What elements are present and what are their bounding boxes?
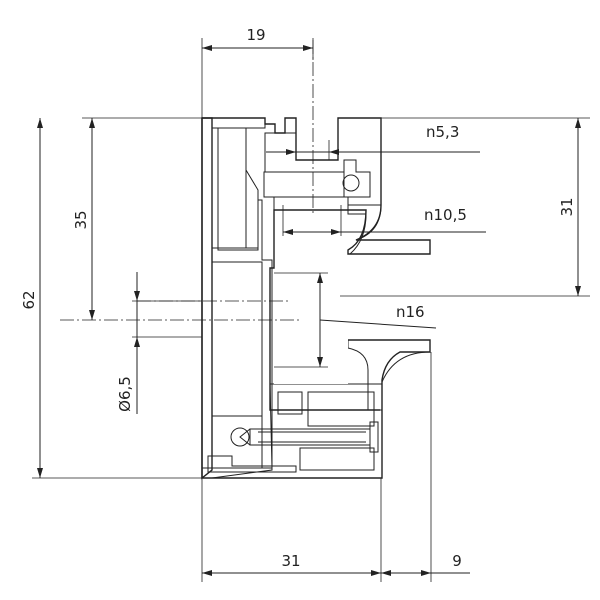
bottom-channel — [207, 455, 297, 473]
middle-cavity — [211, 261, 263, 417]
dim-total-height-label: 62 — [20, 290, 38, 309]
lower-lip-hatch — [347, 339, 431, 411]
screw — [230, 421, 379, 453]
top-slot-hatch — [264, 117, 382, 206]
dim-top-width-label: 19 — [246, 26, 265, 44]
dim-groove-width-label: n10,5 — [424, 206, 467, 224]
screw-shank — [249, 428, 371, 446]
dim-channel-width: n16 — [274, 272, 437, 368]
upper-cavity — [211, 127, 247, 249]
dim-top-width: 19 — [201, 26, 314, 118]
dim-center-height: 35 — [72, 117, 202, 320]
middle-channel — [274, 270, 348, 384]
profile-section — [201, 117, 431, 480]
dim-slot-width-label: n5,3 — [426, 123, 459, 141]
dim-right-height: 31 — [340, 117, 590, 297]
bottom-cavity-lower — [299, 447, 375, 471]
dim-base-width-label: 31 — [281, 552, 300, 570]
screw-channel-top — [342, 174, 360, 192]
dim-lip-width: 9 — [381, 352, 470, 582]
dim-hole-diameter: Ø6,5 — [116, 272, 202, 414]
bottom-cavity-right — [307, 391, 375, 427]
dim-total-height: 62 — [20, 118, 202, 479]
screw-head — [369, 421, 379, 453]
dim-channel-width-label: n16 — [396, 303, 425, 321]
dim-hole-diameter-label: Ø6,5 — [116, 376, 134, 412]
dim-center-height-label: 35 — [72, 210, 90, 229]
bottom-section-hatch — [201, 383, 383, 479]
left-wall-hatch — [201, 117, 213, 480]
screw-channel-bottom — [230, 427, 250, 447]
top-slot-cavity — [263, 171, 345, 198]
dim-slot-width: n5,3 — [266, 123, 480, 160]
top-groove — [273, 196, 349, 211]
upper-cavity-wedge — [245, 168, 259, 249]
upper-lip-hatch — [347, 204, 431, 255]
bottom-cavity-left — [277, 391, 303, 415]
dim-groove-width: n10,5 — [282, 205, 486, 236]
dim-lip-width-label: 9 — [452, 552, 462, 570]
dim-base-width: 31 — [201, 478, 382, 582]
screw-tip — [239, 428, 251, 446]
dim-right-height-label: 31 — [558, 197, 576, 216]
